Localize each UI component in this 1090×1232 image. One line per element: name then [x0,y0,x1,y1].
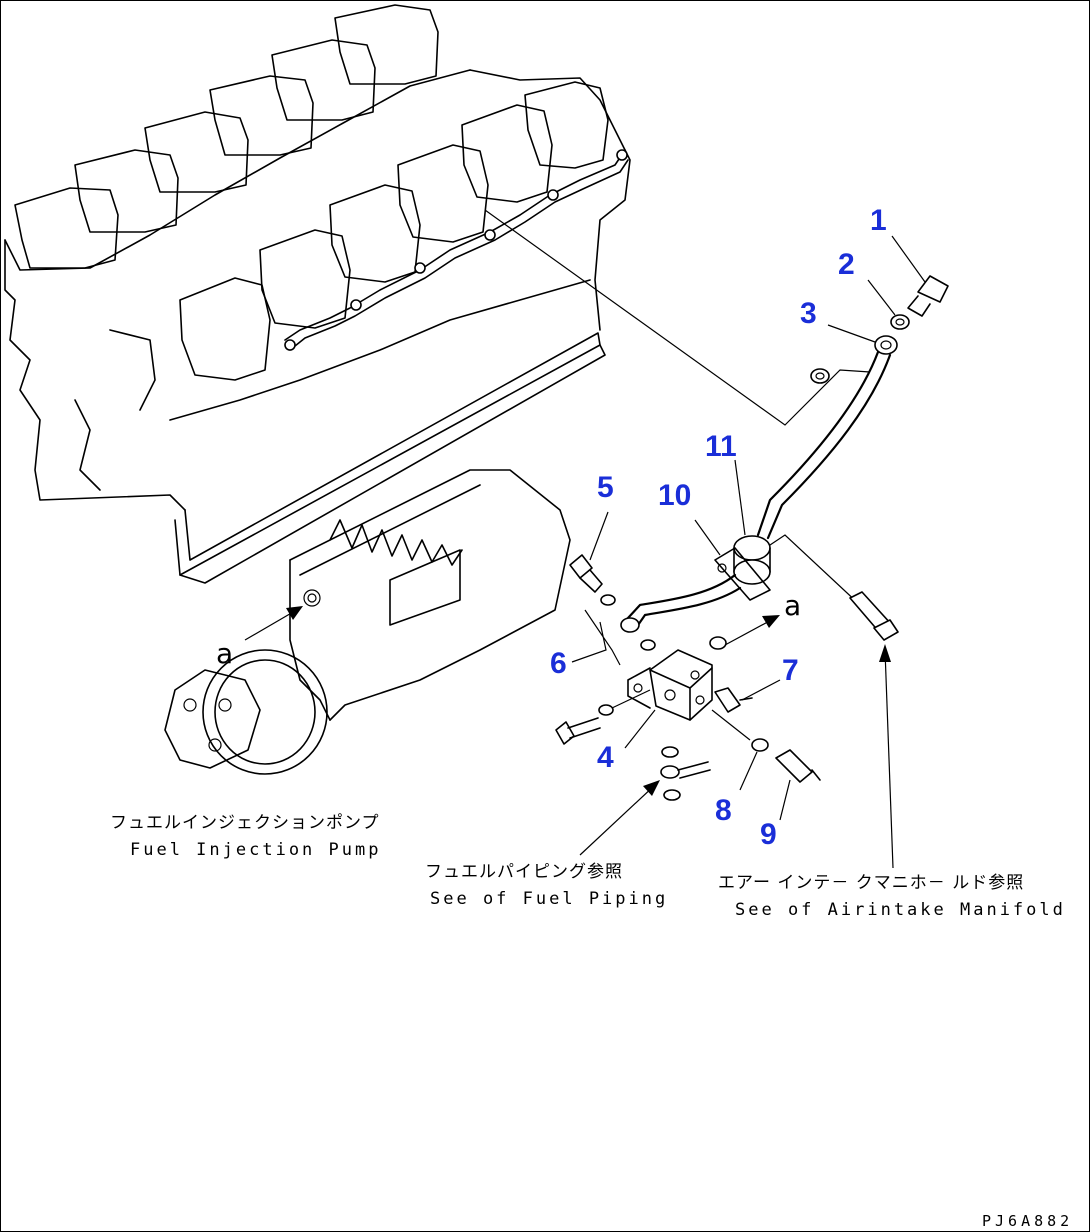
callout-4: 4 [597,741,614,774]
callout-10: 10 [658,479,691,512]
callout-9: 9 [760,818,777,851]
ref-a-left: a [216,637,233,670]
label-fuel-piping-en: See of Fuel Piping [430,889,668,909]
leaders [244,235,926,869]
connector-block [555,554,821,801]
drawing-code: PJ6A882 [982,1212,1073,1230]
callout-3: 3 [800,297,817,330]
label-air-intake-jp: エアー インテ－ クマニホ－ ルド参照 [718,873,1024,893]
ref-a-right: a [784,589,801,622]
oil-pipe-assembly [484,209,949,641]
callout-1: 1 [870,204,887,237]
callout-2: 2 [838,248,855,281]
label-fuel-pump-jp: フュエルインジェクションポンプ [110,813,380,833]
callout-5: 5 [597,471,614,504]
callout-6: 6 [550,647,567,680]
engine-block [4,4,631,584]
callout-8: 8 [715,794,732,827]
callout-11: 11 [705,430,737,463]
fuel-injection-pump [164,469,571,775]
label-fuel-pump-en: Fuel Injection Pump [130,840,381,860]
label-fuel-piping-jp: フュエルパイピング参照 [425,862,623,882]
callout-7: 7 [782,654,799,687]
label-air-intake-en: See of Airintake Manifold [735,900,1066,920]
